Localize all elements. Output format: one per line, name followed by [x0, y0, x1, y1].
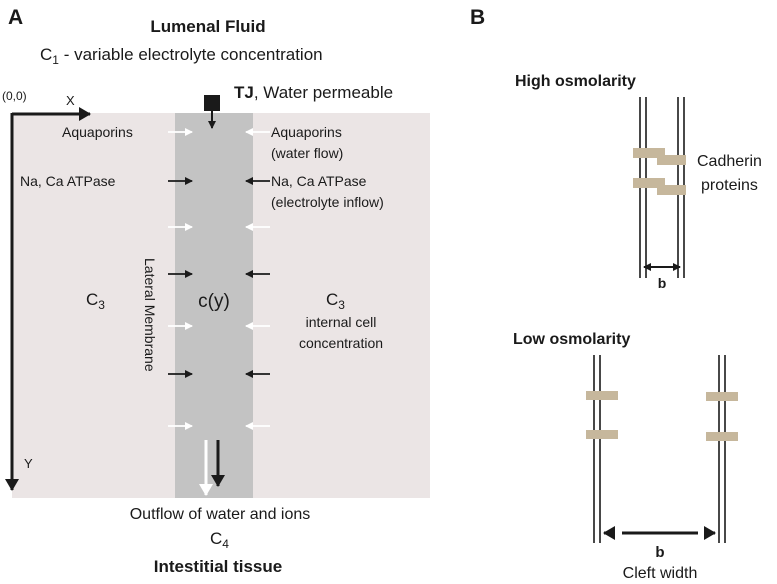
low-osmolarity-title: Low osmolarity	[513, 331, 630, 348]
c3-left-label: C3	[86, 290, 105, 312]
c4-label: C4	[210, 529, 229, 551]
cadherin-bar-2a	[633, 178, 665, 188]
tj-description: , Water permeable	[254, 83, 393, 102]
lumenal-fluid-label: Lumenal Fluid	[150, 17, 265, 36]
high-osmolarity-title: High osmolarity	[515, 73, 636, 90]
panel-a-letter: A	[8, 6, 23, 29]
c1-subscript: 1	[52, 53, 59, 67]
cadherin-label-line-1: Cadherin	[697, 153, 762, 170]
c3-left-subscript: 3	[98, 298, 105, 312]
panel-b: B High osmolarity Cadherin proteins b Lo…	[470, 6, 762, 582]
c3-right-symbol: C	[326, 290, 338, 309]
c3-right-subscript: 3	[338, 298, 345, 312]
atpase-left-label: Na, Ca ATPase	[20, 173, 116, 189]
lateral-membrane-label: Lateral Membrane	[142, 258, 158, 372]
low-membranes	[593, 355, 726, 543]
aquaporins-right-label: Aquaporins	[271, 124, 342, 140]
internal-cell-label: internal cell	[306, 314, 377, 330]
c3-right-label: C3	[326, 290, 345, 312]
high-width-label: b	[658, 275, 667, 291]
concentration-label: concentration	[299, 335, 383, 351]
panel-a: A Lumenal Fluid C1 - variable electrolyt…	[2, 6, 430, 576]
low-cadherin-proteins	[586, 391, 738, 441]
cleft-concentration-label: c(y)	[198, 291, 230, 312]
interstitial-tissue-label: Intestitial tissue	[154, 557, 282, 576]
c1-description: - variable electrolyte concentration	[59, 45, 323, 64]
low-width-label: b	[655, 544, 664, 561]
cadherin-bar-2b	[657, 185, 686, 195]
cadherin-bar-3b	[706, 392, 738, 401]
cadherin-label-line-2: proteins	[701, 177, 758, 194]
panel-b-letter: B	[470, 6, 485, 29]
c1-symbol: C	[40, 45, 52, 64]
cadherin-bar-4b	[706, 432, 738, 441]
water-flow-label: (water flow)	[271, 145, 343, 161]
c3-left-symbol: C	[86, 290, 98, 309]
cadherin-bar-1a	[633, 148, 665, 158]
cleft-width-label: Cleft width	[623, 565, 698, 582]
tight-junction-square	[204, 95, 220, 111]
cadherin-bar-3a	[586, 391, 618, 400]
cadherin-bar-4a	[586, 430, 618, 439]
x-axis-label: X	[66, 93, 75, 108]
c1-label: C1 - variable electrolyte concentration	[40, 45, 323, 67]
outflow-label: Outflow of water and ions	[130, 506, 311, 523]
atpase-right-label: Na, Ca ATPase	[271, 173, 367, 189]
tight-junction-label: TJ, Water permeable	[234, 83, 393, 102]
electrolyte-inflow-label: (electrolyte inflow)	[271, 194, 384, 210]
y-axis-label: Y	[24, 456, 33, 471]
c4-symbol: C	[210, 529, 222, 548]
cadherin-bar-1b	[657, 155, 686, 165]
tj-bold: TJ	[234, 83, 254, 102]
origin-label: (0,0)	[2, 89, 27, 103]
high-cadherin-proteins	[633, 148, 686, 195]
c4-subscript: 4	[222, 537, 229, 551]
aquaporins-left-label: Aquaporins	[62, 124, 133, 140]
